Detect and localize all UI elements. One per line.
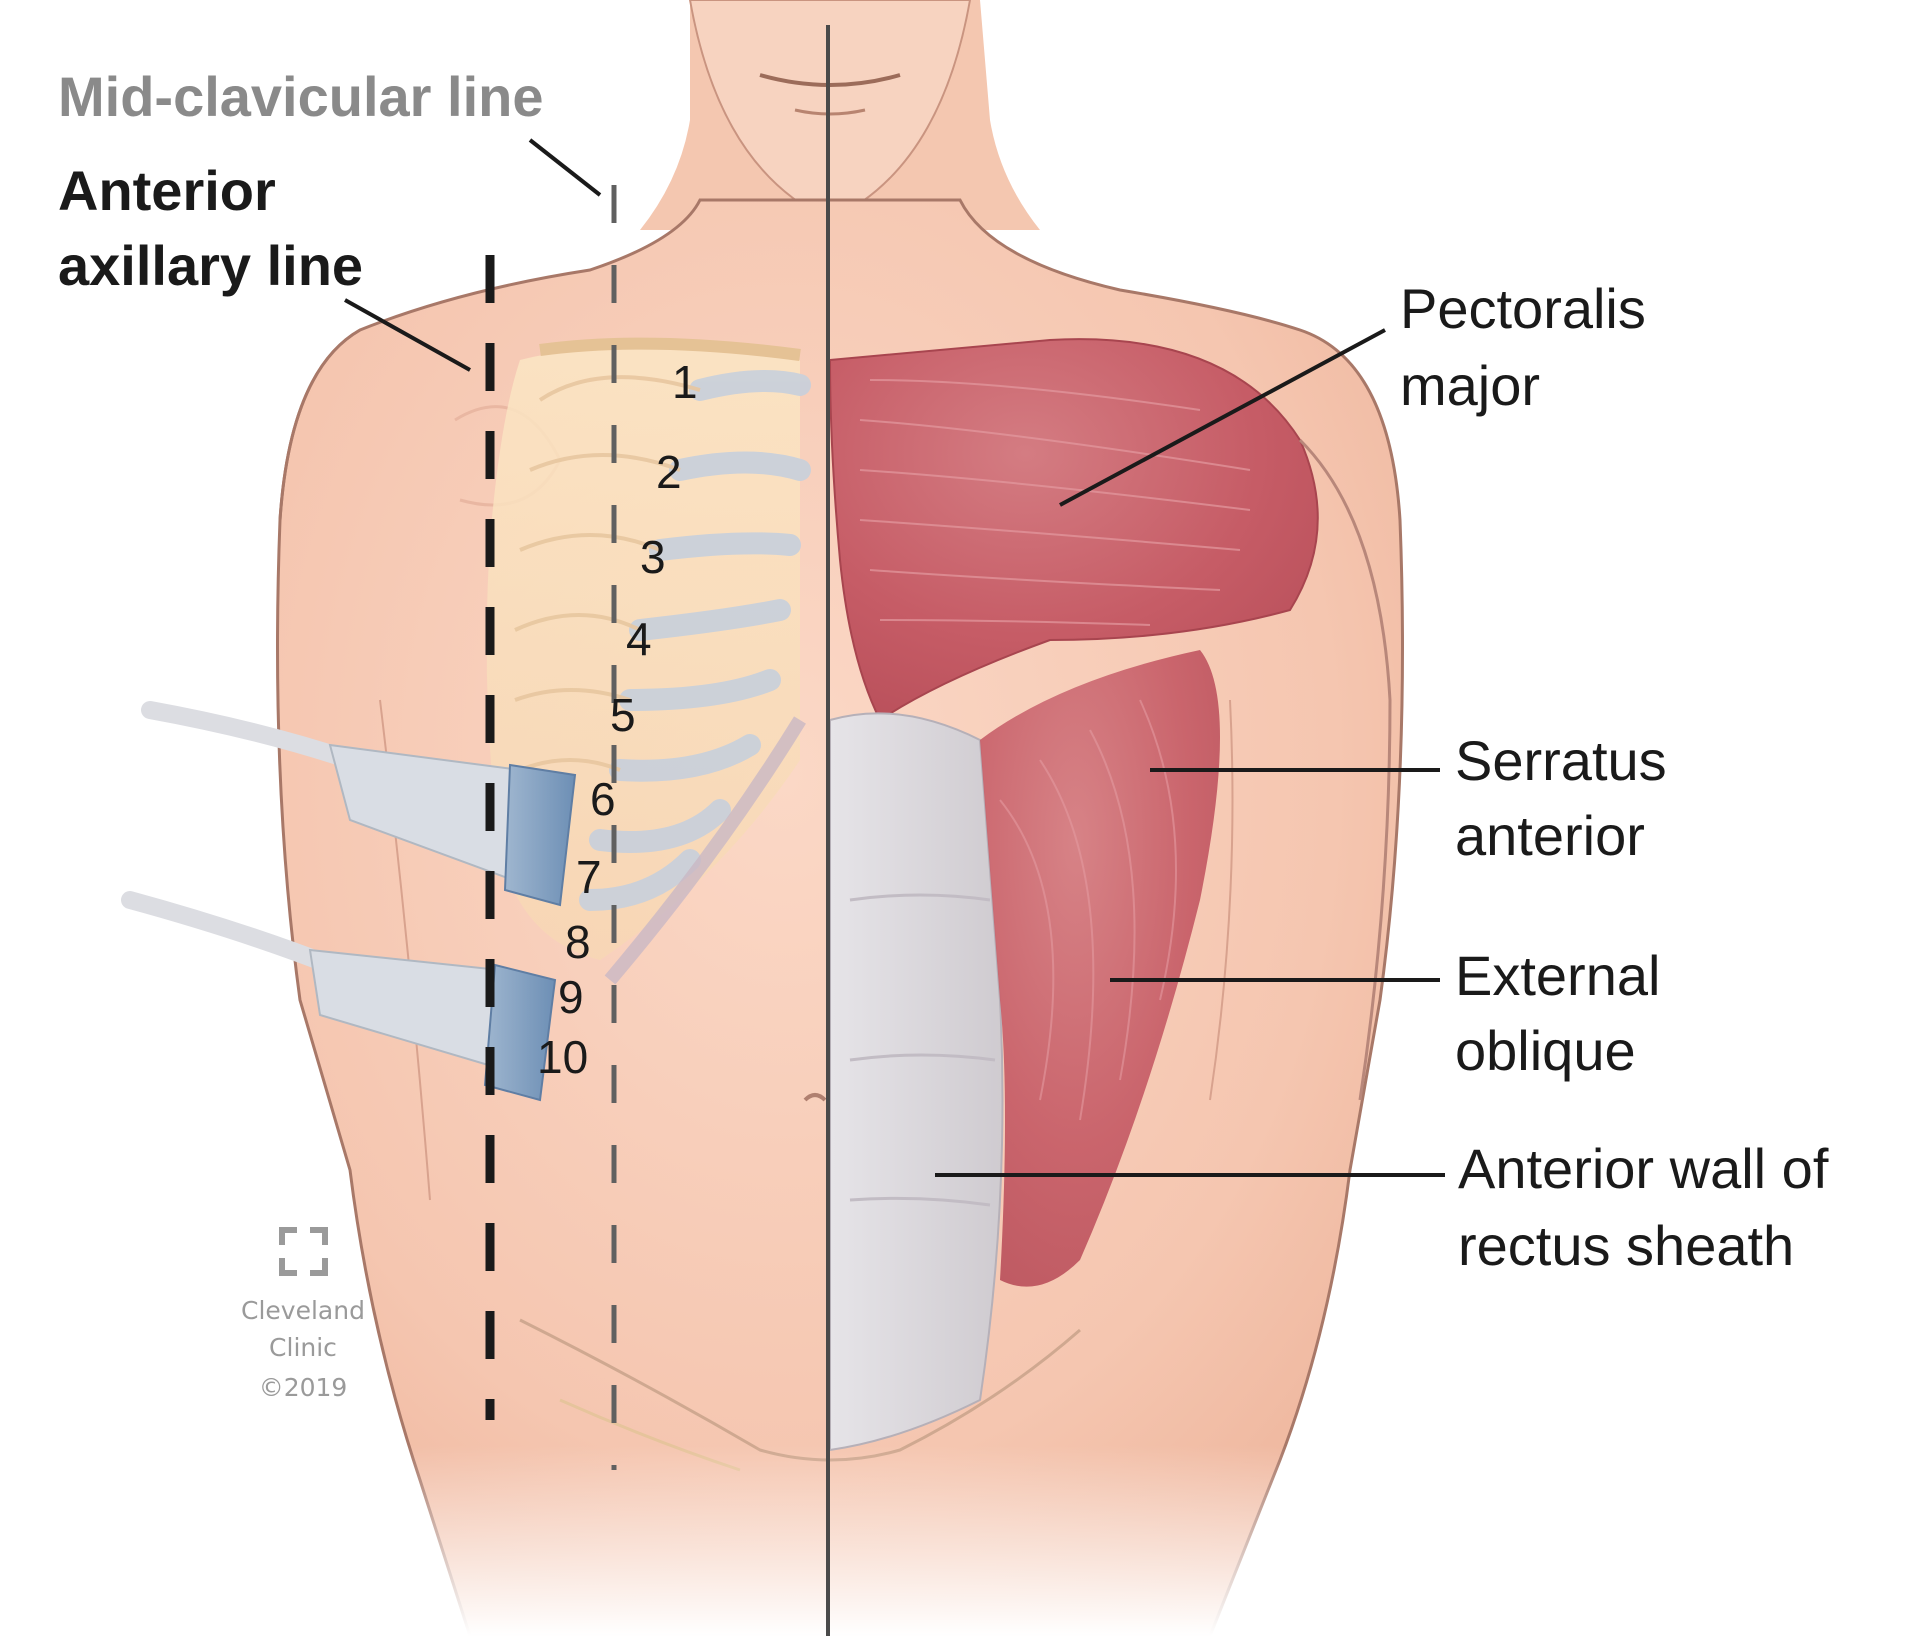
external-oblique-label-1: External xyxy=(1455,945,1660,1008)
anterior-axillary-line-label-2: axillary line xyxy=(58,235,363,298)
logo-name-line-2: Clinic xyxy=(203,1332,403,1365)
rib-number-5: 5 xyxy=(610,688,636,742)
logo-copyright: ©2019 xyxy=(203,1372,403,1405)
rectus-sheath-label-2: rectus sheath xyxy=(1458,1215,1794,1278)
rib-number-1: 1 xyxy=(672,355,698,409)
rib-number-6: 6 xyxy=(590,772,616,826)
pectoralis-label-1: Pectoralis xyxy=(1400,278,1646,341)
anterior-axillary-line-label-1: Anterior xyxy=(58,160,276,223)
rectus-sheath-label-1: Anterior wall of xyxy=(1458,1138,1828,1201)
logo-name-line-1: Cleveland xyxy=(203,1295,403,1328)
rib-number-2: 2 xyxy=(656,445,682,499)
serratus-label-2: anterior xyxy=(1455,805,1645,868)
rib-number-4: 4 xyxy=(626,612,652,666)
rib-number-3: 3 xyxy=(640,530,666,584)
rib-number-10: 10 xyxy=(537,1030,588,1084)
rib-number-7: 7 xyxy=(576,850,602,904)
rib-number-8: 8 xyxy=(565,915,591,969)
external-oblique-label-2: oblique xyxy=(1455,1020,1636,1083)
serratus-label-1: Serratus xyxy=(1455,730,1667,793)
pectoralis-label-2: major xyxy=(1400,355,1540,418)
mid-clavicular-line-label: Mid-clavicular line xyxy=(58,66,544,129)
rib-number-9: 9 xyxy=(558,970,584,1024)
